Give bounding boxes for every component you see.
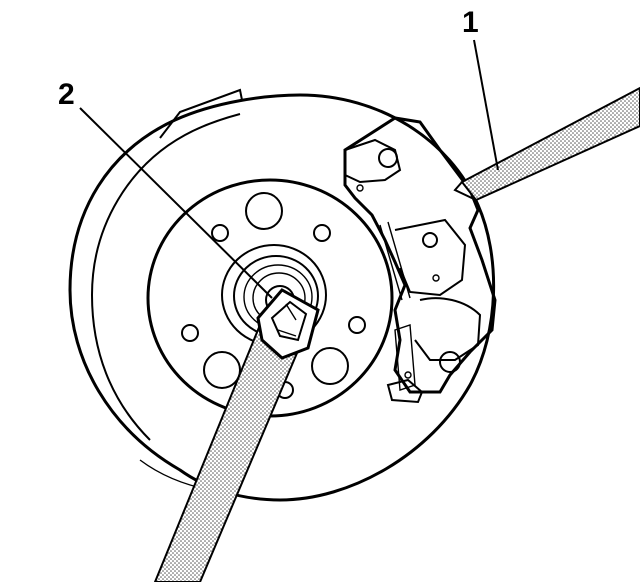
- caliper-slider-rail: [379, 221, 411, 301]
- callout-2-label: 2: [58, 78, 75, 111]
- lug-hole-lower-left: [203, 351, 241, 389]
- caliper-bracket: [343, 116, 497, 404]
- bolt-hole-upper-left: [211, 224, 229, 242]
- wrench-handle: [153, 318, 302, 582]
- rotor-inner-rim: [90, 113, 241, 441]
- caliper-lower-section: [414, 297, 482, 361]
- callout-1-label: 1: [462, 6, 479, 39]
- lug-hole-top: [245, 192, 283, 230]
- bolt-hole-upper-right: [313, 224, 331, 242]
- caliper-bracket-outline: [343, 116, 497, 394]
- caliper-mid-plate: [394, 218, 467, 297]
- bolt-hole-right: [348, 316, 366, 334]
- screwdriver-tip: [453, 181, 477, 201]
- screwdriver-shaft: [460, 86, 640, 202]
- bolt-hole-left: [181, 324, 199, 342]
- wrench-head: [256, 288, 320, 360]
- screwdriver: [453, 86, 640, 202]
- caliper-lower-tab: [394, 324, 416, 391]
- caliper-upper-bolt: [378, 148, 398, 168]
- callout-1-leader: [473, 39, 499, 171]
- wrench-jaw-detail: [277, 303, 297, 337]
- caliper-small-hole-3: [404, 371, 412, 379]
- lug-hole-lower-right: [311, 347, 349, 385]
- caliper-upper-ear: [344, 138, 402, 184]
- wrench: [153, 288, 320, 582]
- caliper-small-hole-1: [356, 184, 364, 192]
- rotor-rim-top-step: [159, 88, 243, 139]
- caliper-mid-bolt: [422, 232, 438, 248]
- caliper-small-hole-2: [432, 274, 440, 282]
- caliper-bottom-clip: [386, 378, 424, 404]
- callout-2-leader: [79, 107, 273, 299]
- caliper-lower-bolt: [439, 351, 461, 373]
